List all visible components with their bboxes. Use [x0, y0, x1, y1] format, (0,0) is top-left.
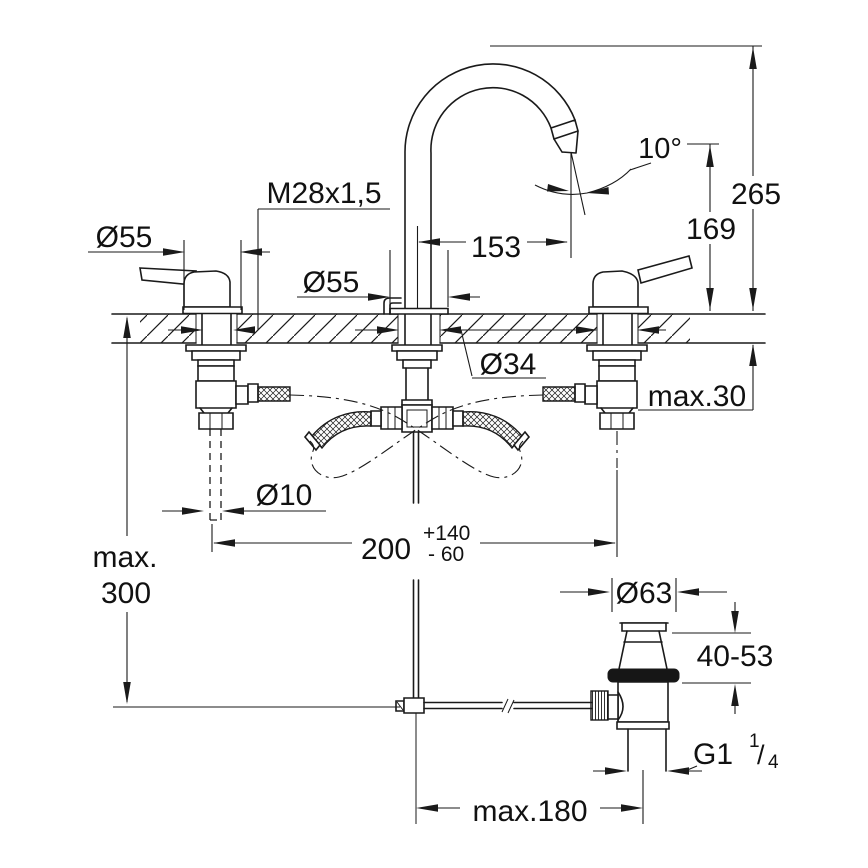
label-spacing-plus: +140 — [423, 522, 470, 545]
center-shank-and-tee — [289, 344, 544, 479]
hose-centerline-a — [309, 394, 544, 479]
drain-flange — [607, 668, 680, 683]
dimension-lines — [88, 45, 762, 824]
label-rod-diameter: Ø10 — [256, 479, 313, 512]
left-escutcheon — [182, 306, 243, 315]
label-escutcheon-left: Ø55 — [96, 221, 153, 254]
label-escutcheon-center: Ø55 — [303, 266, 360, 299]
countertop-deck — [111, 313, 766, 344]
right-escutcheon — [588, 306, 649, 315]
spout — [383, 63, 579, 346]
label-g-thread: G1 — [693, 738, 733, 771]
label-height-outlet: 169 — [686, 213, 736, 246]
rod-coupling-knob — [590, 690, 609, 721]
label-spacing: 200 — [361, 533, 411, 566]
label-rod-reach: max.180 — [472, 795, 587, 828]
label-g-thread-sub: 4 — [768, 752, 779, 773]
pop-up-rod-hole — [209, 429, 222, 521]
pop-up-rod-linkage — [395, 431, 593, 753]
dimension-labels: 10° 265 169 153 M28x1,5 Ø55 Ø55 Ø34 max.… — [92, 133, 781, 828]
left-hose-stub — [257, 386, 291, 402]
label-g-thread-slash: / — [757, 740, 765, 770]
label-waste-range: 40-53 — [697, 640, 774, 673]
label-deck-thickness: max.30 — [648, 380, 746, 413]
right-hose-stub — [542, 386, 576, 402]
label-reach: 153 — [471, 231, 521, 264]
label-spacing-minus: - 60 — [428, 543, 464, 566]
label-thread: M28x1,5 — [266, 177, 381, 210]
flex-hose-left — [311, 411, 372, 450]
label-max-value: 300 — [101, 577, 151, 610]
center-escutcheon — [389, 307, 449, 315]
label-hole-diameter: Ø34 — [480, 348, 537, 381]
label-waste-flange: Ø63 — [616, 577, 673, 610]
hose-centerline-b — [289, 394, 524, 479]
right-valve-body — [542, 313, 648, 468]
label-angle: 10° — [638, 133, 682, 165]
label-max-word: max. — [92, 541, 157, 574]
left-valve-body — [185, 313, 291, 521]
drain-assembly — [590, 622, 680, 772]
label-height-overall: 265 — [731, 178, 781, 211]
flex-hose-right — [462, 411, 523, 450]
left-handle — [139, 267, 243, 315]
label-g-thread-sup: 1 — [749, 731, 760, 752]
right-lever — [637, 255, 693, 285]
drain-tailpipe — [627, 728, 667, 772]
right-handle — [588, 255, 693, 315]
